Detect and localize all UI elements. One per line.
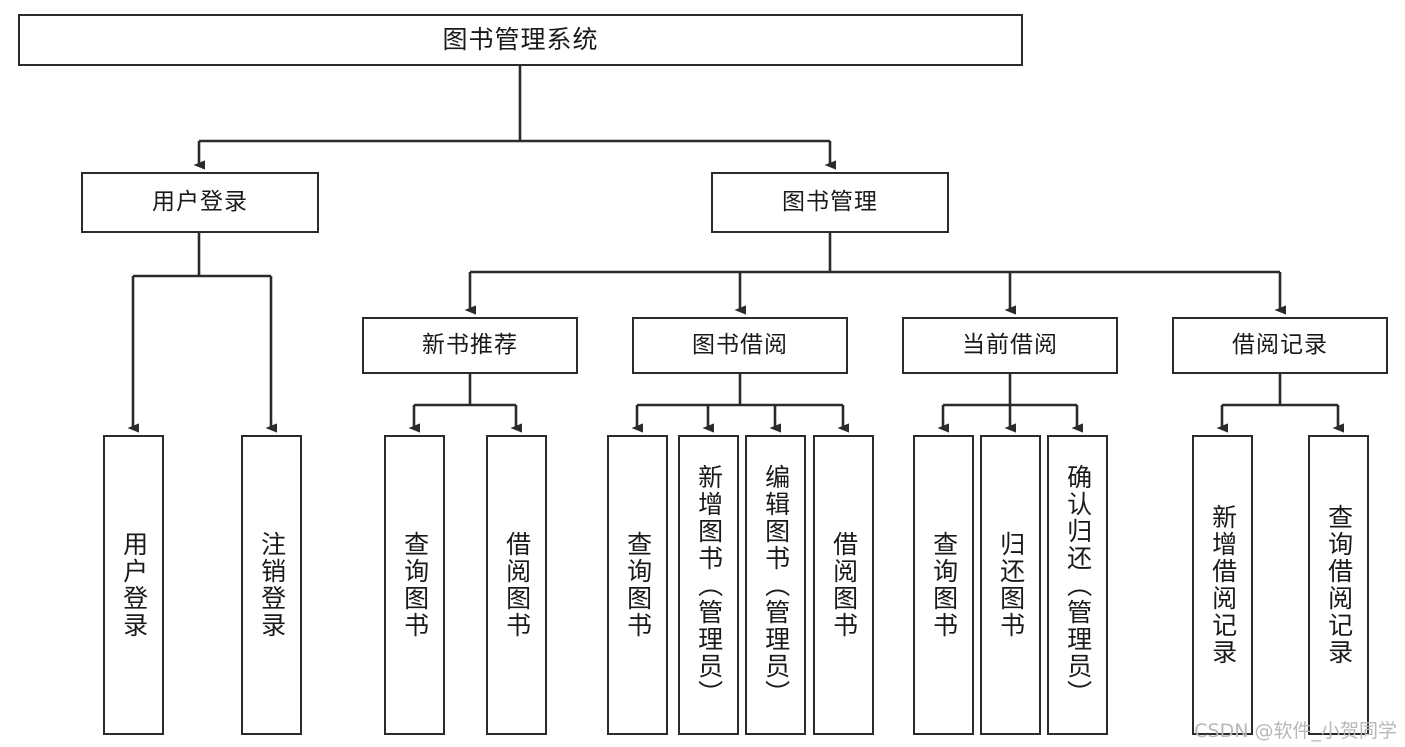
node-leaf-query-book-3[interactable]: 查询图书: [913, 435, 974, 735]
node-label: 新书推荐: [422, 331, 518, 358]
node-leaf-user-login[interactable]: 用户登录: [103, 435, 164, 735]
node-label: 查询图书: [929, 531, 959, 639]
node-label: 归还图书: [996, 531, 1026, 639]
node-label: 查询图书: [623, 531, 653, 639]
node-label: 新增图书（管理员）: [694, 463, 724, 707]
csdn-watermark: CSDN @软件_小贺同学: [1194, 720, 1397, 742]
node-label: 当前借阅: [962, 331, 1058, 358]
node-leaf-confirm-return[interactable]: 确认归还（管理员）: [1047, 435, 1108, 735]
node-leaf-return-book[interactable]: 归还图书: [980, 435, 1041, 735]
node-leaf-edit-book[interactable]: 编辑图书（管理员）: [745, 435, 806, 735]
node-label: 借阅图书: [502, 531, 532, 639]
node-leaf-user-logout[interactable]: 注销登录: [241, 435, 302, 735]
node-leaf-add-book[interactable]: 新增图书（管理员）: [678, 435, 739, 735]
node-book-manage[interactable]: 图书管理: [711, 172, 949, 233]
node-label: 用户登录: [119, 531, 149, 639]
node-label: 图书管理系统: [442, 25, 599, 54]
node-leaf-borrow-book-2[interactable]: 借阅图书: [813, 435, 874, 735]
node-leaf-add-record[interactable]: 新增借阅记录: [1192, 435, 1253, 735]
node-new-book-recommend[interactable]: 新书推荐: [362, 317, 578, 374]
node-borrow-record[interactable]: 借阅记录: [1172, 317, 1388, 374]
node-leaf-borrow-book-1[interactable]: 借阅图书: [486, 435, 547, 735]
node-book-borrow[interactable]: 图书借阅: [632, 317, 848, 374]
node-root-system[interactable]: 图书管理系统: [18, 14, 1023, 66]
node-label: 借阅图书: [829, 531, 859, 639]
node-current-borrow[interactable]: 当前借阅: [902, 317, 1118, 374]
node-label: 查询图书: [400, 531, 430, 639]
node-label: 借阅记录: [1232, 331, 1328, 358]
node-leaf-query-record[interactable]: 查询借阅记录: [1308, 435, 1369, 735]
node-leaf-query-book-2[interactable]: 查询图书: [607, 435, 668, 735]
node-label: 查询借阅记录: [1324, 504, 1354, 666]
node-label: 编辑图书（管理员）: [761, 463, 791, 707]
node-label: 图书借阅: [692, 331, 788, 358]
node-label: 图书管理: [782, 188, 878, 215]
node-label: 注销登录: [257, 531, 287, 639]
node-label: 新增借阅记录: [1208, 504, 1238, 666]
node-label: 用户登录: [152, 188, 248, 215]
node-label: 确认归还（管理员）: [1063, 463, 1093, 707]
node-user-login[interactable]: 用户登录: [81, 172, 319, 233]
node-leaf-query-book-1[interactable]: 查询图书: [384, 435, 445, 735]
